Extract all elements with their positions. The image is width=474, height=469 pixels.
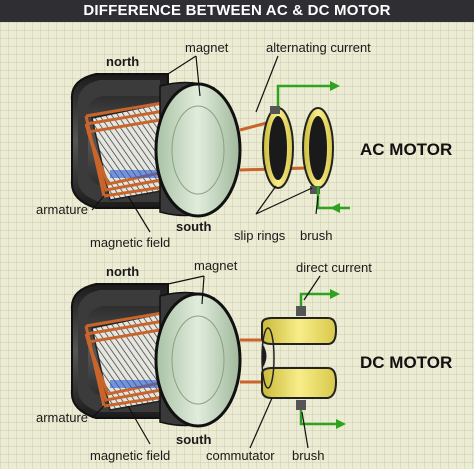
ac-motor-group: north magnet alternating current AC MOTO… — [36, 40, 452, 250]
ac-motor-label: AC MOTOR — [360, 140, 452, 159]
dc-arrow-right-icon — [336, 419, 346, 429]
dc-brush — [296, 400, 306, 410]
dc-commutator-label: commutator — [206, 448, 275, 463]
ac-current-label: alternating current — [266, 40, 371, 55]
ac-south-label: south — [176, 219, 211, 234]
ac-slip-rings-label: slip rings — [234, 228, 286, 243]
ac-leader-lines — [91, 55, 319, 233]
dc-magnet-south — [154, 291, 242, 428]
ac-brush-label: brush — [300, 228, 333, 243]
ac-arrow-right-icon — [330, 81, 340, 91]
dc-north-label: north — [106, 264, 139, 279]
dc-armature-label: armature — [36, 410, 88, 425]
dc-field-label: magnetic field — [90, 448, 170, 463]
dc-arrow-right-icon — [330, 289, 340, 299]
ac-slip-rings — [262, 107, 334, 189]
ac-magnet-label: magnet — [185, 40, 229, 55]
dc-magnet-label: magnet — [194, 258, 238, 273]
diagram-canvas: north magnet alternating current AC MOTO… — [0, 22, 474, 469]
ac-brush — [310, 186, 320, 194]
dc-leader-lines — [91, 275, 321, 449]
dc-motor-label: DC MOTOR — [360, 353, 452, 372]
page-title: DIFFERENCE BETWEEN AC & DC MOTOR — [0, 0, 474, 22]
motor-diagram: north magnet alternating current AC MOTO… — [36, 40, 452, 463]
dc-current-arrows — [299, 292, 336, 426]
ac-brush — [270, 106, 280, 114]
dc-south-label: south — [176, 432, 211, 447]
dc-motor-group: north magnet direct current DC MOTOR arm… — [36, 258, 452, 463]
dc-brush-label: brush — [292, 448, 325, 463]
ac-magnet-south — [154, 81, 242, 218]
ac-field-label: magnetic field — [90, 235, 170, 250]
ac-north-label: north — [106, 54, 139, 69]
dc-brush — [296, 306, 306, 316]
ac-arrow-left-icon — [330, 203, 340, 213]
dc-current-label: direct current — [296, 260, 372, 275]
dc-commutator — [261, 317, 338, 399]
ac-armature-label: armature — [36, 202, 88, 217]
